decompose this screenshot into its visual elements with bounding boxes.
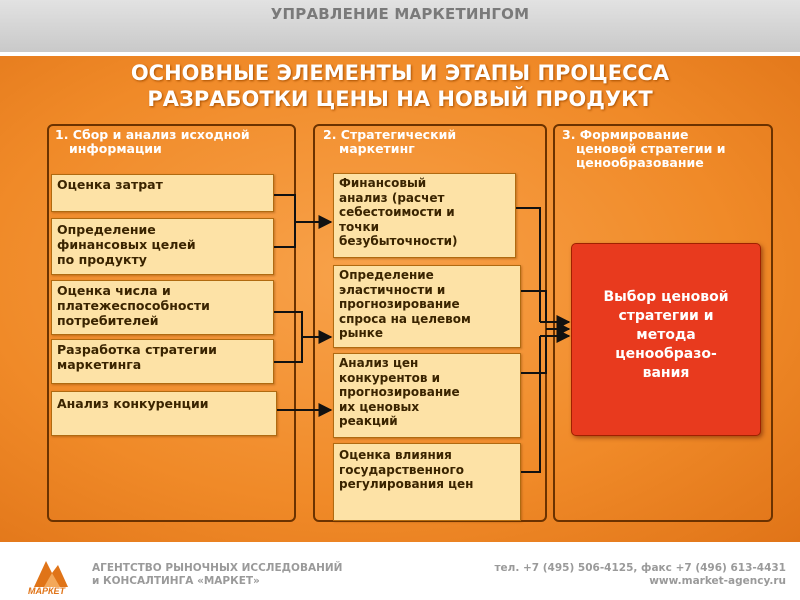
- slide-title: ОСНОВНЫЕ ЭЛЕМЕНТЫ И ЭТАПЫ ПРОЦЕССА РАЗРА…: [40, 60, 760, 112]
- analysis-2-line-4: спроса на целевом: [339, 311, 471, 326]
- input-2-line-2: финансовых целей: [57, 237, 196, 252]
- result-box-price-strategy: Выбор ценовой стратегии и метода ценообр…: [571, 243, 761, 436]
- footer-phone: тел. +7 (495) 506-4125, факс +7 (496) 61…: [494, 562, 786, 574]
- connector-cost-to-bracket: [274, 194, 296, 248]
- analysis-box-financial: Финансовый анализ (расчет себестоимости …: [333, 173, 516, 258]
- slide-title-line-1: ОСНОВНЫЕ ЭЛЕМЕНТЫ И ЭТАПЫ ПРОЦЕССА: [130, 61, 670, 85]
- logo-text: МАРКЕТ: [28, 586, 66, 596]
- input-box-marketing-strategy: Разработка стратегии маркетинга: [51, 339, 274, 384]
- header-title: УПРАВЛЕНИЕ МАРКЕТИНГОМ: [270, 5, 530, 23]
- analysis-4-line-2: государственного: [339, 462, 464, 477]
- connector-consumer-to-bracket: [274, 311, 303, 363]
- input-4-line-1: Разработка стратегии: [57, 342, 217, 357]
- analysis-3-line-4: их ценовых: [339, 399, 420, 414]
- analysis-4-line-1: Оценка влияния: [339, 448, 452, 462]
- analysis-1-line-2: анализ (расчет: [339, 190, 445, 205]
- footer-company: АГЕНТСТВО РЫНОЧНЫХ ИССЛЕДОВАНИЙ и КОНСАЛ…: [92, 562, 342, 588]
- input-2-line-1: Определение: [57, 222, 156, 237]
- input-1-line-1: Оценка затрат: [57, 177, 163, 192]
- analysis-box-demand-forecast: Определение эластичности и прогнозирован…: [333, 265, 521, 348]
- input-box-competition-analysis: Анализ конкуренции: [51, 391, 277, 436]
- bus-line-4: [521, 336, 541, 473]
- analysis-3-line-3: прогнозирование: [339, 385, 460, 399]
- input-box-consumer-estimate: Оценка числа и платежеспособности потреб…: [51, 280, 274, 335]
- footer-website-link[interactable]: www.market-agency.ru: [649, 575, 786, 587]
- analysis-2-line-3: прогнозирование: [339, 297, 460, 311]
- column-1-frame: [47, 124, 296, 522]
- bus-line-2: [521, 290, 547, 322]
- footer-contacts: тел. +7 (495) 506-4125, факс +7 (496) 61…: [494, 562, 786, 588]
- column-2-heading-line-2: маркетинг: [339, 141, 415, 156]
- bus-line-3: [521, 336, 547, 374]
- analysis-3-line-2: конкурентов и: [339, 370, 441, 385]
- analysis-4-line-3: регулирования цен: [339, 477, 474, 491]
- analysis-1-line-3: себестоимости и: [339, 205, 455, 219]
- analysis-1-line-4: точки: [339, 219, 379, 234]
- result-line-4: ценообразо-: [615, 346, 717, 362]
- bus-line-1: [516, 207, 541, 322]
- analysis-2-line-5: рынке: [339, 326, 384, 340]
- footer-company-line-1: АГЕНТСТВО РЫНОЧНЫХ ИССЛЕДОВАНИЙ: [92, 562, 343, 574]
- column-3-heading-line-3: ценообразование: [576, 155, 704, 170]
- column-2-heading-line-1: 2. Стратегический: [323, 127, 457, 142]
- input-3-line-2: платежеспособности: [57, 298, 210, 313]
- header-bar: УПРАВЛЕНИЕ МАРКЕТИНГОМ: [0, 0, 800, 52]
- analysis-box-government-regulation: Оценка влияния государственного регулиро…: [333, 443, 521, 521]
- input-5-line-1: Анализ конкуренции: [57, 396, 209, 411]
- column-3-heading: 3. Формирование ценовой стратегии и цено…: [562, 128, 726, 170]
- result-line-1: Выбор ценовой: [603, 289, 729, 305]
- analysis-box-competitor-prices: Анализ цен конкурентов и прогнозирование…: [333, 353, 521, 438]
- column-1-heading: 1. Сбор и анализ исходной информации: [55, 128, 250, 156]
- input-3-line-1: Оценка числа и: [57, 283, 171, 298]
- analysis-3-line-5: реакций: [339, 414, 398, 428]
- input-box-cost-estimate: Оценка затрат: [51, 174, 274, 212]
- result-line-3: метода: [636, 327, 696, 343]
- analysis-1-line-5: безубыточности): [339, 234, 458, 248]
- column-1-heading-line-1: 1. Сбор и анализ исходной: [55, 127, 250, 142]
- result-line-5: вания: [642, 365, 690, 381]
- analysis-1-line-1: Финансовый: [339, 176, 427, 190]
- analysis-2-line-2: эластичности и: [339, 282, 446, 297]
- footer-company-line-2: и КОНСАЛТИНГА «МАРКЕТ»: [92, 575, 260, 587]
- analysis-3-line-1: Анализ цен: [339, 356, 419, 370]
- result-line-2: стратегии и: [618, 308, 714, 324]
- input-box-financial-goals: Определение финансовых целей по продукту: [51, 218, 274, 275]
- column-2-heading: 2. Стратегический маркетинг: [323, 128, 456, 156]
- column-3-heading-line-1: 3. Формирование: [562, 127, 689, 142]
- market-logo-icon: [34, 561, 68, 587]
- input-4-line-2: маркетинга: [57, 357, 142, 372]
- analysis-2-line-1: Определение: [339, 268, 434, 282]
- column-1-heading-line-2: информации: [69, 141, 162, 156]
- slide-title-line-2: РАЗРАБОТКИ ЦЕНЫ НА НОВЫЙ ПРОДУКТ: [147, 87, 653, 111]
- input-3-line-3: потребителей: [57, 313, 159, 328]
- input-2-line-3: по продукту: [57, 252, 147, 267]
- column-3-heading-line-2: ценовой стратегии и: [576, 141, 726, 156]
